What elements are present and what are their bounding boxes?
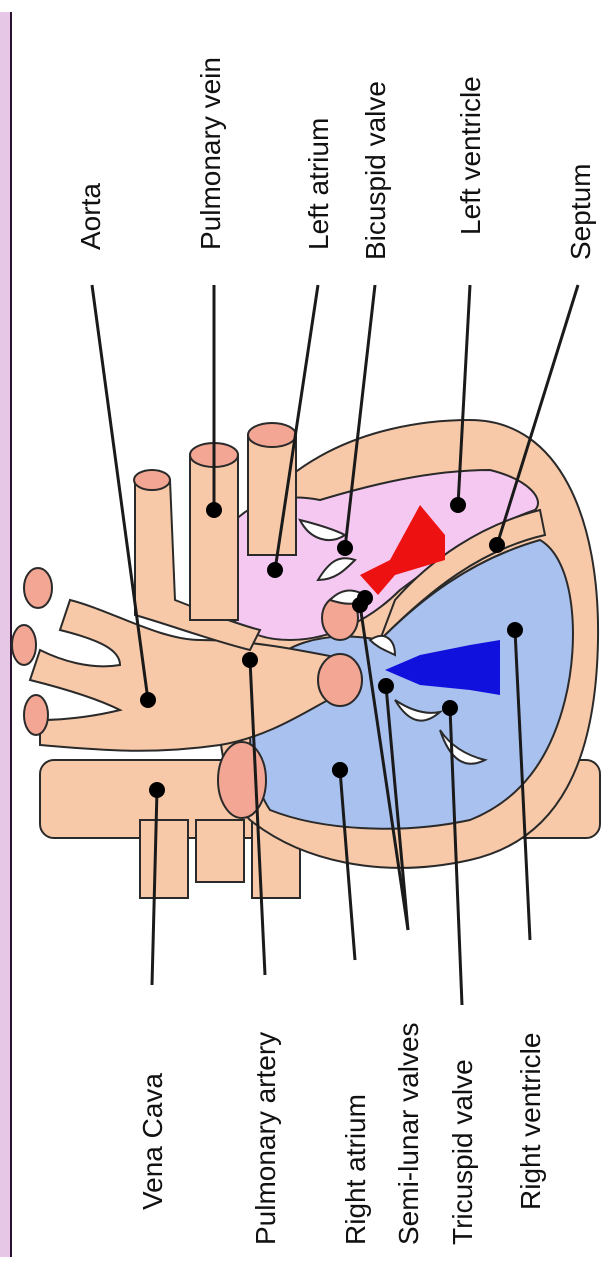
- aorta-branch-end-2: [12, 625, 36, 665]
- vena-cava-lower-branch-2: [196, 820, 244, 882]
- top-labels: Aorta Pulmonary vein Left atrium Bicuspi…: [75, 57, 596, 260]
- vena-cava-lower-branch-1: [140, 820, 188, 898]
- anchor-aorta: [140, 692, 156, 708]
- anchor-septum: [489, 537, 505, 553]
- label-right-atrium: Right atrium: [340, 1094, 371, 1245]
- semilunar-valve-cap-1: [318, 654, 362, 706]
- label-tricuspid-valve: Tricuspid valve: [447, 1059, 478, 1245]
- anchor-right-ventricle: [507, 622, 523, 638]
- label-vena-cava: Vena Cava: [137, 1073, 168, 1210]
- label-right-ventricle: Right ventricle: [515, 1033, 546, 1210]
- anchor-right-atrium-center: [332, 762, 348, 778]
- label-pulmonary-vein: Pulmonary vein: [195, 57, 226, 250]
- aorta-arch-end: [134, 470, 170, 490]
- pulmonary-vein-end-2: [248, 423, 296, 447]
- anchor-pulmonary-artery: [242, 652, 258, 668]
- anchor-vena-cava: [149, 782, 165, 798]
- label-aorta: Aorta: [75, 183, 106, 250]
- aorta-branch-end-1: [24, 568, 52, 608]
- anchor-bicuspid-valve: [337, 540, 353, 556]
- anchor-left-atrium: [267, 562, 283, 578]
- anchor-tricuspid-valve: [442, 700, 458, 716]
- pulmonary-vein-tube-2: [248, 435, 296, 555]
- anchor-left-chamber-center: [357, 590, 373, 606]
- label-semilunar-valves: Semi-lunar valves: [393, 1022, 424, 1245]
- label-pulmonary-artery: Pulmonary artery: [250, 1032, 281, 1245]
- label-bicuspid-valve: Bicuspid valve: [360, 81, 391, 260]
- anchor-left-ventricle: [450, 497, 466, 513]
- bottom-labels: Vena Cava Pulmonary artery Right atrium …: [137, 1022, 546, 1245]
- anchor-pulmonary-vein: [206, 502, 222, 518]
- label-left-ventricle: Left ventricle: [455, 76, 486, 235]
- label-septum: Septum: [565, 164, 596, 261]
- label-left-atrium: Left atrium: [303, 118, 334, 250]
- anchor-semilunar-valves-2: [378, 678, 394, 694]
- aorta-branch-end-3: [24, 695, 48, 735]
- pulmonary-artery-cut: [218, 742, 266, 818]
